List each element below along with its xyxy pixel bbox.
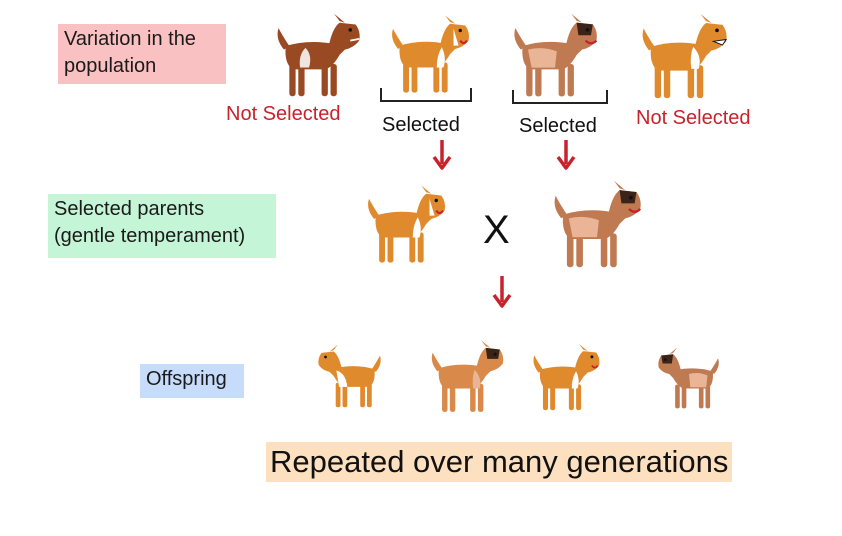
arrow-down-1	[432, 140, 452, 170]
selected-label-1: Selected	[382, 114, 460, 136]
parents-label-line1: Selected parents	[54, 198, 205, 220]
dog-icon-selected-tan	[514, 13, 598, 97]
offspring-label-box: Offspring	[140, 364, 244, 398]
arrow-down-2	[556, 140, 576, 170]
variation-label-line1: Variation in the	[64, 28, 196, 50]
dog-icon-offspring-4	[658, 347, 719, 409]
not-selected-left-label: Not Selected	[226, 103, 341, 125]
arrow-down-3	[492, 276, 512, 308]
selected-bracket-1	[380, 88, 472, 102]
dog-icon-offspring-3	[533, 343, 600, 411]
dog-icon-parent-tan	[554, 180, 642, 268]
dog-icon-aggressive-brown	[277, 13, 360, 97]
parents-label-box: Selected parents (gentle temperament)	[48, 194, 276, 258]
selected-bracket-2	[512, 90, 608, 104]
dog-icon-aggressive-orange	[642, 13, 728, 99]
variation-label-line2: population	[64, 55, 157, 77]
offspring-label: Offspring	[146, 368, 227, 390]
selected-label-2: Selected	[519, 115, 597, 137]
dog-icon-parent-orange	[368, 185, 446, 263]
parents-label-line2: (gentle temperament)	[54, 225, 246, 247]
cross-symbol: X	[483, 208, 510, 252]
dog-icon-offspring-2	[431, 340, 504, 412]
not-selected-right-label: Not Selected	[636, 107, 751, 129]
dog-icon-selected-orange	[392, 15, 470, 93]
dog-icon-offspring-1	[318, 344, 381, 408]
variation-label-box: Variation in the population	[58, 24, 226, 84]
generations-banner: Repeated over many generations	[266, 442, 733, 482]
